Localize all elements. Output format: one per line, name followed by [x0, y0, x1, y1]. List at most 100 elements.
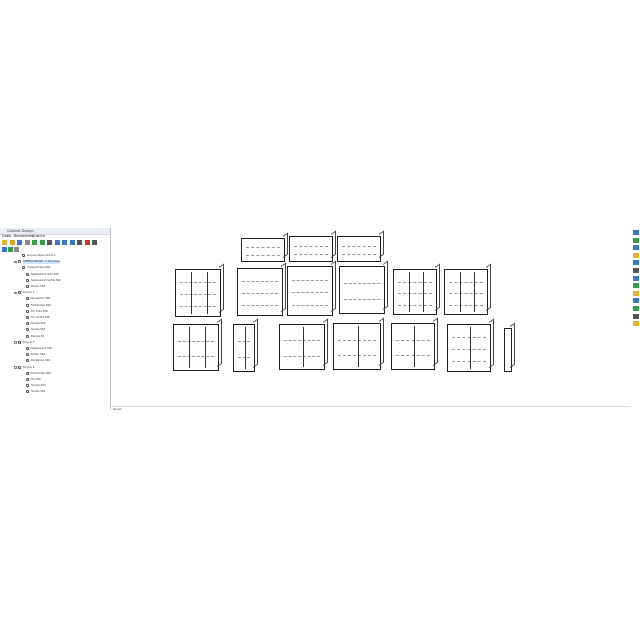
- shelf-line: [238, 341, 250, 342]
- nav-forward-icon[interactable]: [8, 247, 13, 252]
- shelf-line: [396, 339, 430, 341]
- component-icon: [26, 347, 29, 350]
- info-icon[interactable]: [633, 321, 639, 327]
- tree-node-label: Rückwand 596: [31, 359, 51, 363]
- select-icon[interactable]: [633, 230, 639, 235]
- component-icon: [18, 260, 21, 264]
- zoom-icon[interactable]: [77, 240, 82, 245]
- copy-icon[interactable]: [54, 240, 60, 245]
- narrow-panel[interactable]: [504, 322, 515, 372]
- 3d-viewport[interactable]: [111, 228, 631, 406]
- shelf-line: [242, 305, 278, 306]
- folder-icon[interactable]: [17, 240, 22, 245]
- arrow-left-icon[interactable]: [62, 240, 67, 245]
- base-cabinet-1[interactable]: [173, 318, 222, 371]
- wall-cabinet-small-2[interactable]: [289, 230, 336, 262]
- shelf-line: [238, 357, 250, 358]
- component-icon: [26, 390, 29, 394]
- component-icon: [26, 334, 29, 338]
- layer-icon[interactable]: [633, 252, 639, 258]
- structure-tree-panel: Cabinet Design Datei Bearbeiten Ansicht …: [0, 228, 111, 410]
- print-icon[interactable]: [24, 240, 30, 245]
- tall-cabinet-1[interactable]: [175, 263, 224, 317]
- cabinet-2[interactable]: [237, 262, 286, 316]
- shelf-line: [292, 292, 328, 293]
- base-cabinet-6[interactable]: [447, 318, 494, 372]
- component-icon: [26, 384, 29, 388]
- tree-node-label: Sockel 564: [31, 328, 46, 332]
- nav-up-icon[interactable]: [14, 247, 19, 252]
- help-icon[interactable]: [92, 240, 97, 245]
- component-icon: [26, 322, 29, 326]
- camera-icon[interactable]: [633, 298, 639, 304]
- rotate-icon[interactable]: [633, 237, 639, 243]
- redo-icon[interactable]: [39, 240, 45, 245]
- component-icon: [18, 340, 21, 344]
- tree-node-label: Sockel 564: [31, 390, 46, 394]
- component-icon: [18, 365, 21, 369]
- expand-toggle-icon[interactable]: [14, 341, 17, 344]
- measure-icon[interactable]: [633, 260, 639, 266]
- expand-toggle-icon[interactable]: [14, 366, 17, 369]
- base-cabinet-2[interactable]: [233, 318, 258, 372]
- cabinet-side-face: [217, 318, 222, 367]
- main-toolbar: [0, 239, 110, 247]
- shelf-line: [242, 281, 278, 282]
- menu-item-view[interactable]: Ansicht: [32, 234, 45, 238]
- shelf-line: [292, 279, 328, 281]
- expand-toggle-icon[interactable]: [14, 260, 17, 264]
- tree-node-label: Tür links 396: [31, 309, 48, 313]
- expand-toggle-icon[interactable]: [14, 291, 17, 295]
- cabinet-6[interactable]: [444, 263, 491, 315]
- grid-icon[interactable]: [633, 268, 639, 273]
- menu-item-edit[interactable]: Bearbeiten: [14, 234, 34, 238]
- cabinet-side-face: [489, 318, 494, 368]
- export-icon[interactable]: [633, 306, 639, 311]
- render-icon[interactable]: [633, 283, 639, 289]
- view-icon[interactable]: [633, 275, 639, 281]
- cabinet-4[interactable]: [339, 260, 388, 314]
- menu-item-file[interactable]: Datei: [2, 234, 12, 238]
- shelf-line: [342, 245, 376, 247]
- shelf-line: [344, 283, 380, 284]
- wall-cabinet-small-1[interactable]: [241, 232, 288, 262]
- shelf-line: [294, 254, 328, 256]
- open-icon[interactable]: [2, 240, 7, 245]
- cabinet-3[interactable]: [287, 260, 336, 316]
- tree-node-label: Korpus 4: [23, 365, 35, 369]
- tree-node-label: Fachboden 560: [31, 303, 51, 307]
- shelf-line: [180, 294, 216, 295]
- shelf-line: [449, 281, 483, 283]
- door-divider: [470, 327, 471, 369]
- cabinet-side-face: [219, 263, 224, 313]
- base-cabinet-3[interactable]: [279, 318, 328, 370]
- component-icon: [22, 266, 25, 270]
- component-icon: [26, 359, 29, 363]
- save-icon[interactable]: [9, 240, 15, 245]
- cabinet-5[interactable]: [393, 263, 440, 315]
- light-icon[interactable]: [633, 290, 639, 296]
- cabinet-side-face: [383, 260, 388, 310]
- cad-application: Cabinet Design Datei Bearbeiten Ansicht …: [0, 228, 640, 411]
- tree-node-label: Boden 564: [31, 285, 46, 288]
- component-icon: [26, 303, 29, 307]
- settings-icon[interactable]: [633, 313, 639, 319]
- cabinet-side-face: [331, 230, 336, 258]
- shelf-line: [396, 355, 430, 357]
- undo-icon[interactable]: [32, 240, 37, 245]
- base-cabinet-4[interactable]: [333, 317, 384, 370]
- cabinet-side-face: [433, 317, 438, 366]
- cut-icon[interactable]: [47, 240, 52, 245]
- component-icon: [22, 254, 25, 257]
- wall-cabinet-small-3[interactable]: [337, 230, 384, 262]
- move-icon[interactable]: [633, 245, 639, 251]
- arrow-right-icon[interactable]: [69, 240, 75, 245]
- cabinet-side-face: [510, 322, 515, 368]
- base-cabinet-5[interactable]: [391, 317, 438, 370]
- tree-node-label: Seitenwand rechts 560: [31, 278, 61, 282]
- menu-bar: Datei Bearbeiten Ansicht: [0, 234, 110, 239]
- settings-icon[interactable]: [84, 240, 90, 245]
- nav-back-icon[interactable]: [2, 247, 7, 252]
- tree-node-label: Seitenwand links 560: [31, 272, 59, 276]
